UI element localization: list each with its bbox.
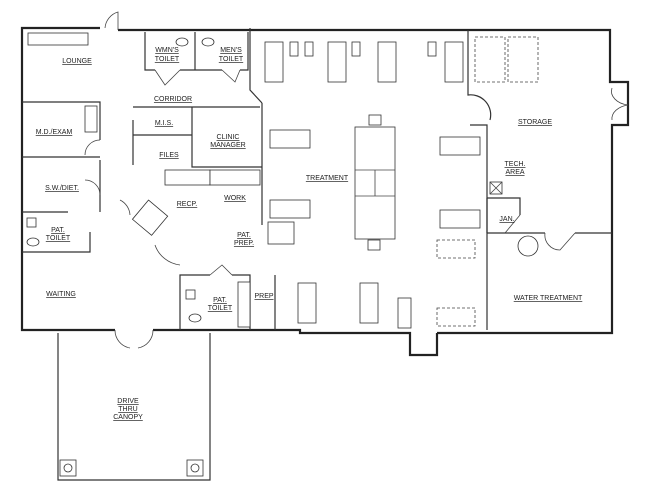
label-womens-toilet-2: TOILET (155, 56, 180, 63)
label-canopy-1: DRIVE (117, 398, 139, 405)
label-jan: JAN. (499, 216, 514, 223)
label-mens-toilet-1: MEN'S (220, 47, 242, 54)
label-womens-toilet-1: WMN'S (155, 47, 179, 54)
label-canopy-3: CANOPY (113, 414, 143, 421)
label-clinic-manager-2: MANAGER (210, 142, 245, 149)
label-recp: RECP. (177, 201, 198, 208)
interior-walls (22, 28, 612, 330)
label-pat-toilet-south-2: TOILET (208, 305, 233, 312)
label-work: WORK (224, 195, 246, 202)
label-storage: STORAGE (518, 119, 552, 126)
label-water-treatment: WATER TREATMENT (514, 295, 583, 302)
label-tech-area-1: TECH. (505, 161, 526, 168)
fixtures (26, 32, 539, 481)
label-corridor: CORRIDOR (154, 96, 192, 103)
label-canopy-2: THRU (118, 406, 137, 413)
label-clinic-manager-1: CLINIC (217, 134, 240, 141)
label-md-exam: M.D./EXAM (36, 129, 73, 136)
label-pat-toilet-west-1: PAT. (51, 227, 65, 234)
label-pat-toilet-south-1: PAT. (213, 297, 227, 304)
exterior-walls (20, 11, 630, 357)
label-prep: PREP (254, 293, 273, 300)
label-files: FILES (159, 152, 179, 159)
label-lounge: LOUNGE (62, 58, 92, 65)
room-labels: LOUNGE WMN'S TOILET MEN'S TOILET CORRIDO… (36, 47, 583, 421)
label-waiting: WAITING (46, 291, 76, 298)
label-pat-prep-2: PREP. (234, 240, 254, 247)
label-mens-toilet-2: TOILET (219, 56, 244, 63)
label-treatment: TREATMENT (306, 175, 349, 182)
label-mis: M.I.S. (155, 120, 173, 127)
label-pat-toilet-west-2: TOILET (46, 235, 71, 242)
label-pat-prep-1: PAT. (237, 232, 251, 239)
label-tech-area-2: AREA (505, 169, 524, 176)
label-sw-diet: S.W./DIET. (45, 185, 79, 192)
